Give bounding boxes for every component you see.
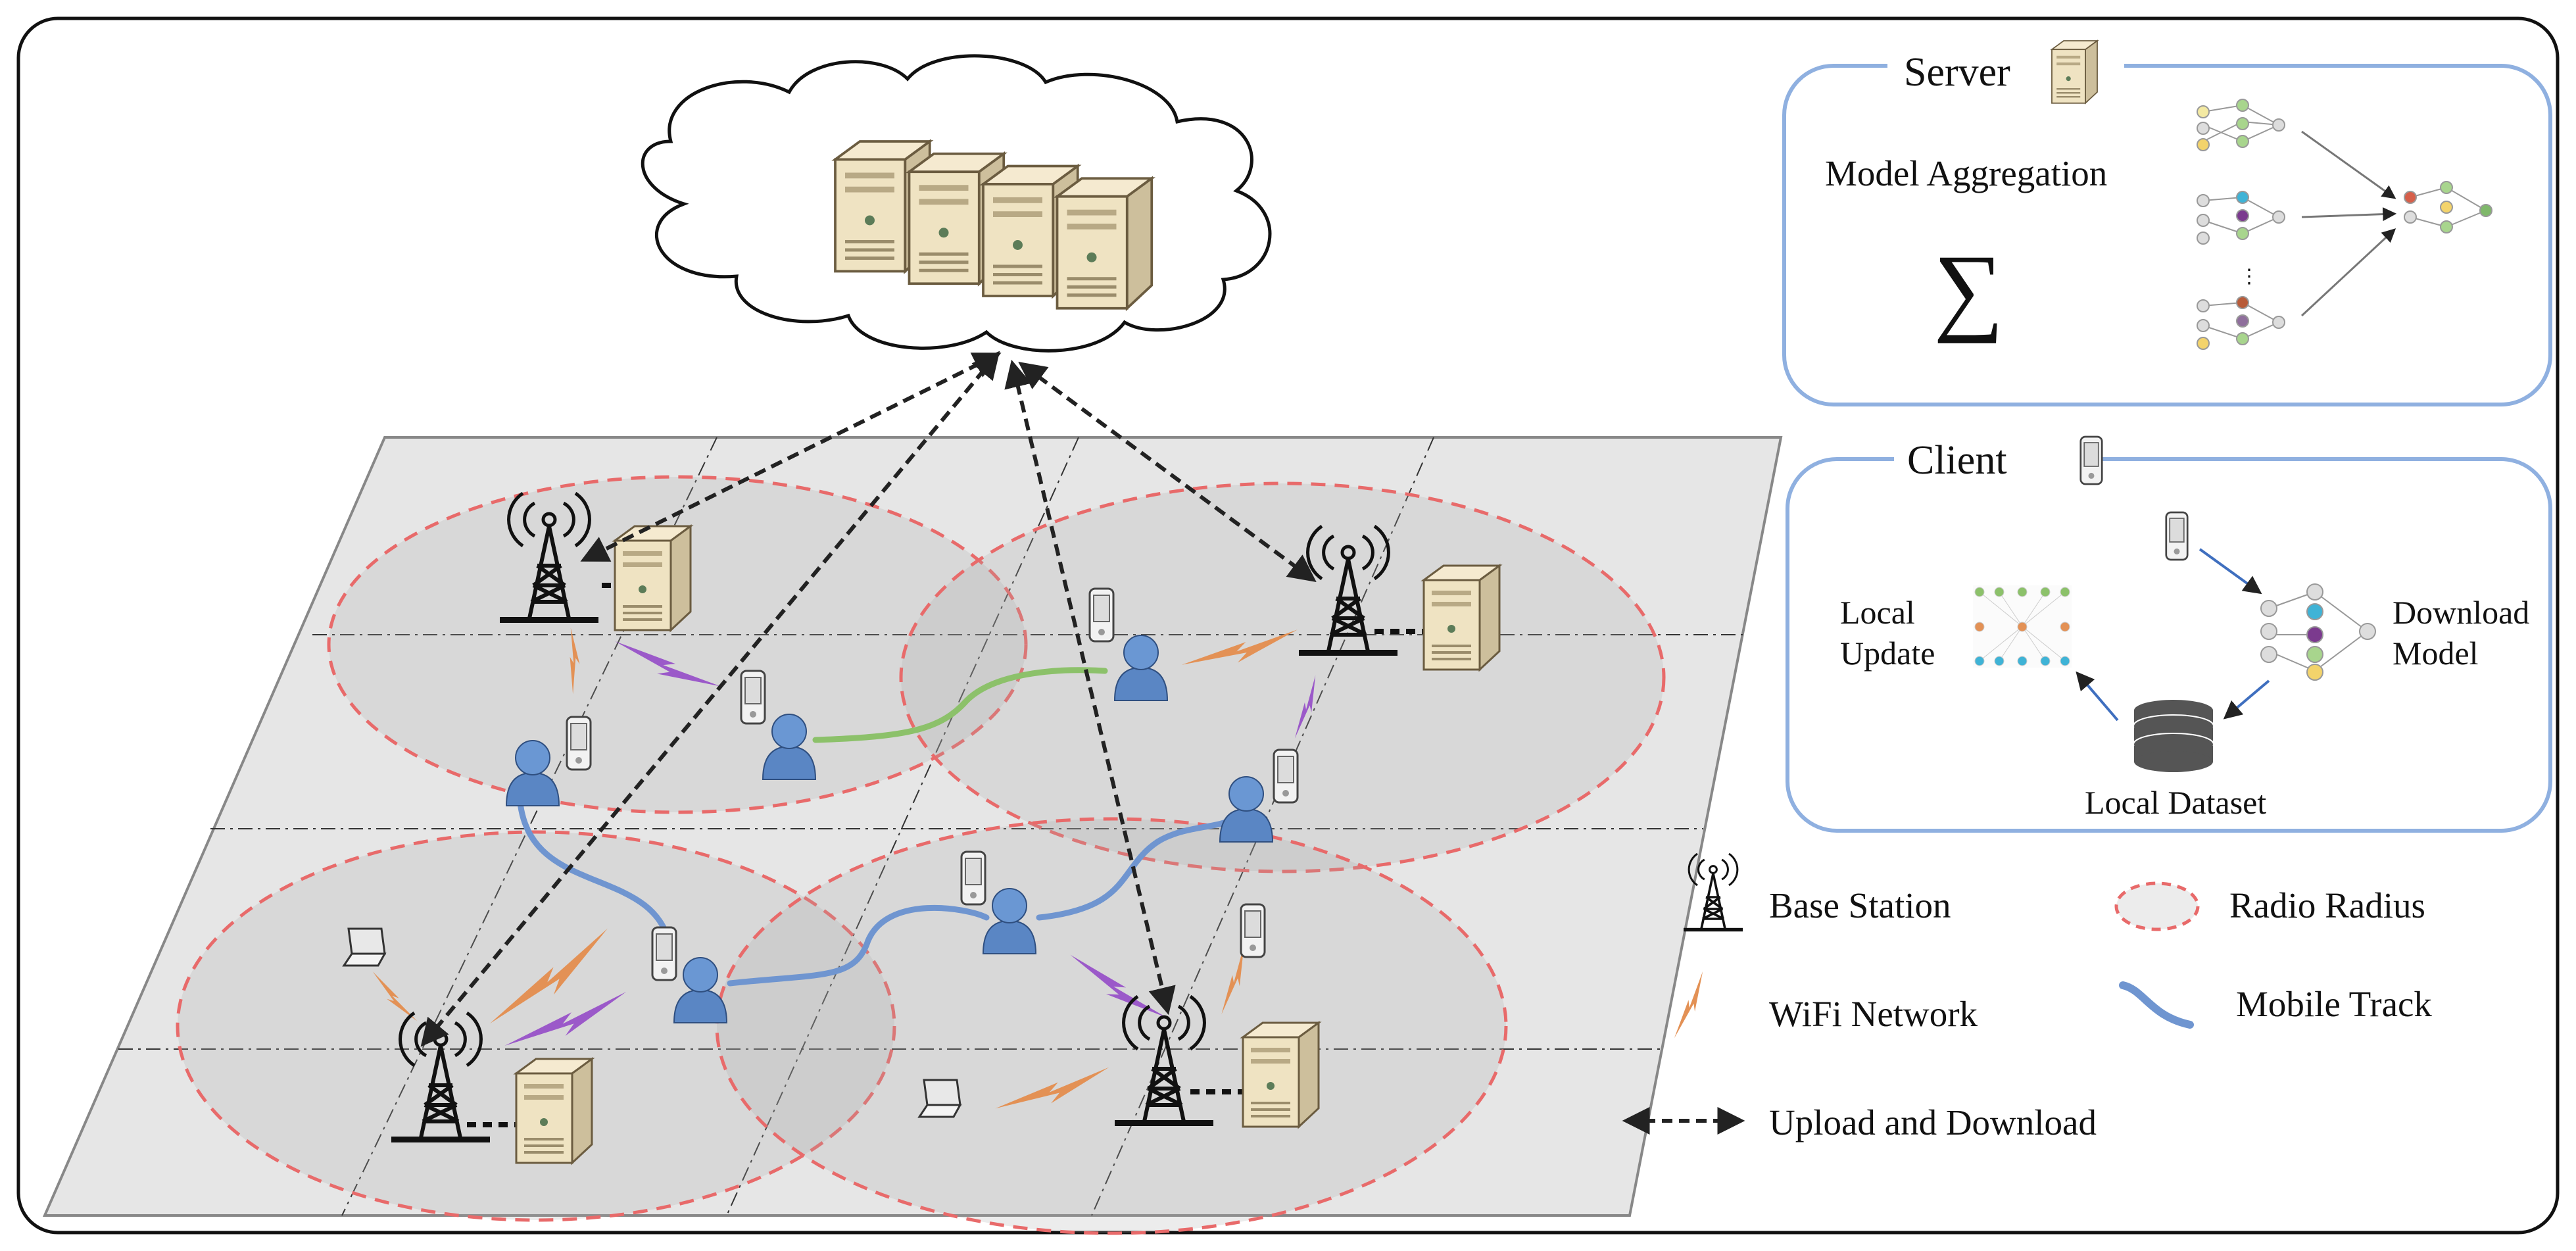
cloud-server-4-icon: [1056, 177, 1154, 310]
phone-4-icon: [1273, 748, 1299, 804]
local-update-label-line2: Update: [1840, 635, 1935, 672]
arrow-to-top-right: [1018, 362, 1317, 582]
edge-server-icon: [1242, 1021, 1320, 1128]
client-device-icon: [2165, 511, 2189, 561]
client-flow-arrows: [2076, 548, 2270, 722]
legend-mobile-track-icon: [2119, 981, 2194, 1029]
phone-6-icon: [960, 850, 986, 906]
legend-radio-radius-label: Radio Radius: [2229, 885, 2425, 925]
edge-server-icon: [1422, 564, 1501, 671]
legend-upload-download-label: Upload and Download: [1769, 1102, 2097, 1142]
legend-radio-radius-icon: [2114, 881, 2200, 931]
downloaded-model-icon: [2260, 583, 2376, 681]
phone-7-icon: [1240, 903, 1266, 958]
client-panel-title: Client: [1907, 438, 2007, 483]
sigma-symbol: ∑: [1933, 235, 2004, 344]
server-panel-box: [1782, 64, 2552, 406]
download-model-label-line2: Model: [2393, 635, 2479, 672]
upload-download-arrows: [420, 351, 1317, 1047]
download-model-label-line1: Download: [2393, 594, 2529, 631]
local-model-3-icon: [2197, 296, 2285, 350]
local-update-label-line1: Local: [1840, 594, 1915, 631]
local-model-1-icon: [2197, 99, 2285, 151]
laptop-1-icon: [343, 927, 386, 967]
aggregation-networks: ⋮: [2197, 99, 2492, 350]
local-model-2-icon: [2197, 191, 2285, 245]
phone-2-icon: [740, 670, 766, 725]
local-dataset-label: Local Dataset: [2085, 784, 2266, 821]
legend-base-station-label: Base Station: [1769, 885, 1951, 925]
server-panel-title: Server: [1904, 50, 2010, 95]
legend-mobile-track-label: Mobile Track: [2236, 984, 2432, 1024]
radio-radius-bottom-right: [715, 817, 1508, 1235]
phone-3-icon: [1088, 587, 1115, 643]
database-icon: [2133, 700, 2214, 772]
laptop-2-icon: [918, 1079, 961, 1118]
base-station-top-right: [1299, 526, 1501, 671]
server-panel: Server Model Aggregation ∑ ⋮: [1782, 40, 2552, 406]
legend: Base Station Radio Radius WiFi Network M…: [1622, 852, 2432, 1142]
model-aggregation-label: Model Aggregation: [1825, 153, 2107, 193]
legend-wifi-label: WiFi Network: [1769, 994, 1978, 1034]
client-phone-icon: [2079, 435, 2103, 485]
phone-1-icon: [566, 716, 592, 771]
edge-server-icon: [515, 1058, 593, 1164]
arrow-to-bottom-left: [420, 351, 1000, 1047]
global-model-icon: [2404, 181, 2492, 233]
ellipsis-dots: ⋮: [2239, 266, 2259, 287]
local-update-network-icon: [1973, 585, 2072, 668]
client-panel-box: [1786, 457, 2552, 833]
base-station-bottom-left: [391, 1013, 593, 1164]
client-panel: Client: [1786, 435, 2552, 833]
base-station-bottom-right: [1115, 996, 1320, 1128]
edge-server-icon: [614, 525, 692, 631]
server-icon: [2051, 40, 2098, 104]
phone-5-icon: [651, 926, 677, 981]
